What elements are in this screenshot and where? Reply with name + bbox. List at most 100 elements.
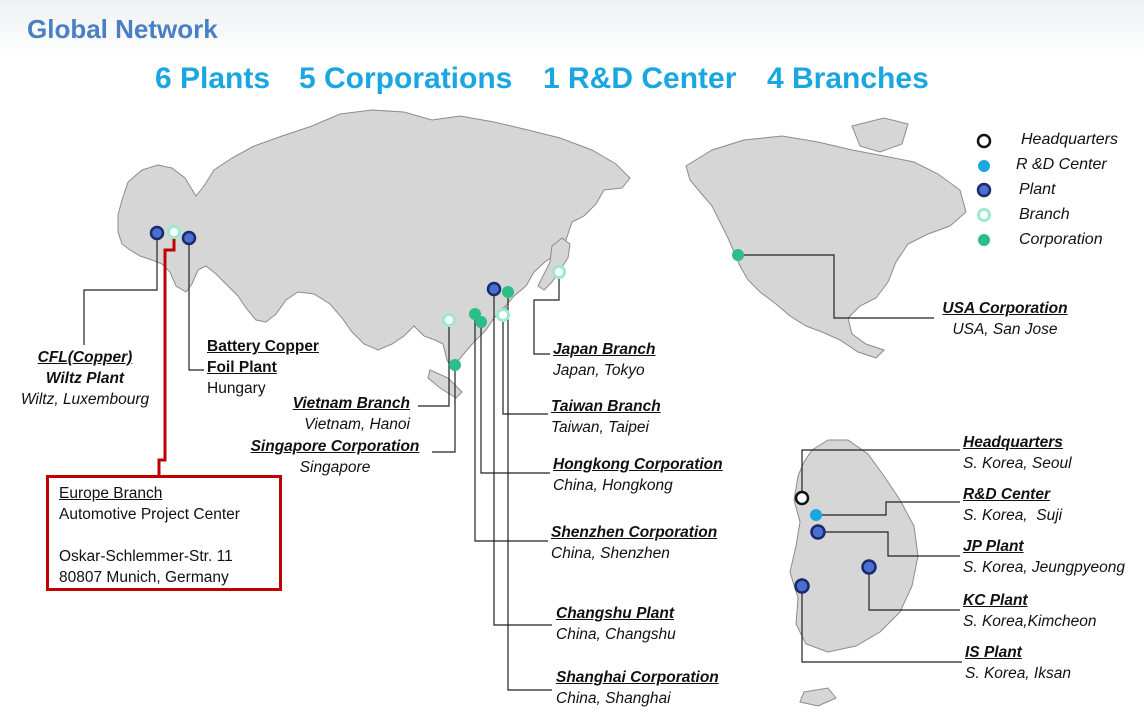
connector-europe-branch [157,232,176,477]
indonesia-landmass [427,369,463,399]
rnd-center-icon [978,160,990,172]
battery-location: Hungary [207,380,266,397]
marker-vietnam-branch [442,313,456,327]
legend-branch-label: Branch [1019,206,1070,223]
label-hongkong-corp: Hongkong Corporation China, Hongkong [553,454,723,496]
marker-rnd-center [810,509,822,521]
marker-headquarters [794,490,810,506]
label-singapore-corp: Singapore Corporation Singapore [240,436,430,478]
marker-battery-plant [181,230,197,246]
europe-branch-subtitle: Automotive Project Center [59,506,240,523]
shanghai-name: Shanghai Corporation [556,669,719,686]
page-title: Global Network [27,14,218,44]
legend-headquarters-label: Headquarters [1021,131,1118,148]
connector-is [801,586,962,663]
hq-location: S. Korea, Seoul [963,455,1072,472]
europe-branch-title: Europe Branch [59,485,163,502]
marker-is-plant [794,578,810,594]
jp-name: JP Plant [963,538,1024,555]
label-is-plant: IS Plant S. Korea, Iksan [965,642,1071,684]
marker-taiwan-branch [496,308,510,322]
connector-hongkong [480,322,550,474]
singapore-name: Singapore Corporation [250,438,420,455]
headline-plants: 6 Plants [155,62,271,95]
changshu-name: Changshu Plant [556,605,674,622]
marker-changshu-plant [486,281,502,297]
marker-singapore-corp [449,359,461,371]
taiwan-location: Taiwan, Taipei [551,419,649,436]
marker-europe-branch [167,225,181,239]
jeju-landmass [799,687,837,707]
battery-name-line1: Battery Copper [207,338,319,355]
marker-jp-plant [810,524,826,540]
connector-taiwan [502,316,548,415]
is-name: IS Plant [965,644,1022,661]
label-taiwan-branch: Taiwan Branch Taiwan, Taipei [551,396,661,438]
marker-kc-plant [861,559,877,575]
hq-name: Headquarters [963,434,1063,451]
shenzhen-location: China, Shenzhen [551,545,670,562]
connector-rnd [816,501,960,516]
rnd-location: S. Korea, Suji [963,507,1063,524]
connector-vietnam [418,320,450,407]
label-changshu-plant: Changshu Plant China, Changshu [556,603,676,645]
label-cfl-plant: CFL(Copper) Wiltz Plant Wiltz, Luxembour… [14,347,156,410]
marker-japan-branch [552,265,566,279]
legend-rnd-label: R &D Center [1016,156,1107,173]
connector-battery [188,238,204,371]
legend-plant-label: Plant [1019,181,1056,198]
hongkong-location: China, Hongkong [553,477,673,494]
connector-hq [801,449,960,498]
legend-markers [976,133,992,246]
north-america-landmass [685,135,967,359]
label-headquarters: Headquarters S. Korea, Seoul [963,432,1072,474]
connector-kc [868,567,960,611]
marker-shanghai-corp [502,286,514,298]
connector-changshu [493,290,552,626]
label-shenzhen-corp: Shenzhen Corporation China, Shenzhen [551,522,717,564]
usa-name: USA Corporation [942,300,1068,317]
jp-location: S. Korea, Jeungpyeong [963,559,1126,576]
japan-name: Japan Branch [553,341,656,358]
vietnam-location: Vietnam, Hanoi [304,416,410,433]
korea-landmass [789,439,919,653]
changshu-location: China, Changshu [556,626,676,643]
shenzhen-name: Shenzhen Corporation [551,524,718,541]
marker-hongkong-corp [475,316,487,328]
marker-cfl-plant [149,225,165,241]
label-battery-plant: Battery Copper Foil Plant Hungary [207,336,319,399]
label-shanghai-corp: Shanghai Corporation China, Shanghai [556,667,719,709]
europe-branch-box: Europe Branch Automotive Project Center … [46,475,282,591]
corporation-icon [978,234,990,246]
japan-landmass [537,237,571,291]
connector-jp [818,531,960,557]
eurasia-landmass [117,109,631,369]
connector-cfl [83,233,158,345]
europe-branch-address2: 80807 Munich, Germany [59,569,229,586]
vietnam-name: Vietnam Branch [292,395,410,412]
cfl-name-line2: Wiltz Plant [45,370,125,387]
label-vietnam-branch: Vietnam Branch Vietnam, Hanoi [240,393,410,435]
connector-singapore [432,365,456,453]
connector-usa [738,254,934,319]
cfl-name-line1: CFL(Copper) [37,349,133,366]
marker-usa-corp [732,249,744,261]
rnd-name: R&D Center [963,486,1050,503]
plant-icon [976,182,992,198]
label-rnd-center: R&D Center S. Korea, Suji [963,484,1062,526]
hongkong-name: Hongkong Corporation [553,456,723,473]
europe-branch-address1: Oskar-Schlemmer-Str. 11 [59,548,233,565]
legend-corporation-label: Corporation [1019,231,1103,248]
connector-shenzhen [474,316,548,542]
singapore-location: Singapore [299,459,371,476]
headline-corporations: 5 Corporations [299,62,513,95]
label-usa-corp: USA Corporation USA, San Jose [932,298,1078,340]
title-band [0,0,1144,56]
kc-name: KC Plant [963,592,1028,609]
label-jp-plant: JP Plant S. Korea, Jeungpyeong [963,536,1125,578]
cfl-location: Wiltz, Luxembourg [20,391,150,408]
branch-icon [977,208,991,222]
greenland-landmass [851,117,909,153]
